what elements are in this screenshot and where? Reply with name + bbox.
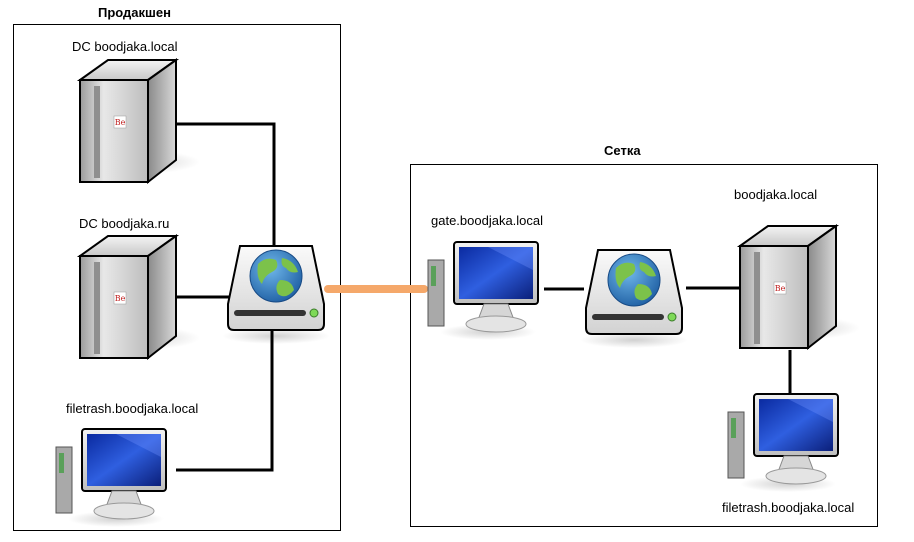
server-icon <box>75 59 201 183</box>
workstation-icon <box>727 393 839 493</box>
node-label-dc-local: DC boodjaka.local <box>72 39 178 54</box>
network-zone <box>410 164 878 527</box>
workstation-icon <box>55 428 167 528</box>
node-label-dc-ru: DC boodjaka.ru <box>79 216 170 231</box>
production-zone-title: Продакшен <box>98 5 171 20</box>
node-label-gate: gate.boodjaka.local <box>431 213 544 228</box>
node-label-filetrash-net: filetrash.boodjaka.local <box>722 500 855 515</box>
server-icon <box>735 225 861 349</box>
links-production <box>176 122 276 472</box>
network-switch-icon <box>221 245 331 345</box>
node-label-boodjaka: boodjaka.local <box>734 187 818 202</box>
network-zone-title: Сетка <box>604 143 641 158</box>
workstation-icon <box>427 241 539 341</box>
node-label-filetrash-prod: filetrash.boodjaka.local <box>66 401 199 416</box>
links-network <box>544 286 792 393</box>
link-switch-filetrash <box>176 330 274 472</box>
link-dc-local-switch <box>176 122 276 250</box>
network-switch-icon <box>579 249 689 349</box>
production-zone <box>13 24 341 531</box>
